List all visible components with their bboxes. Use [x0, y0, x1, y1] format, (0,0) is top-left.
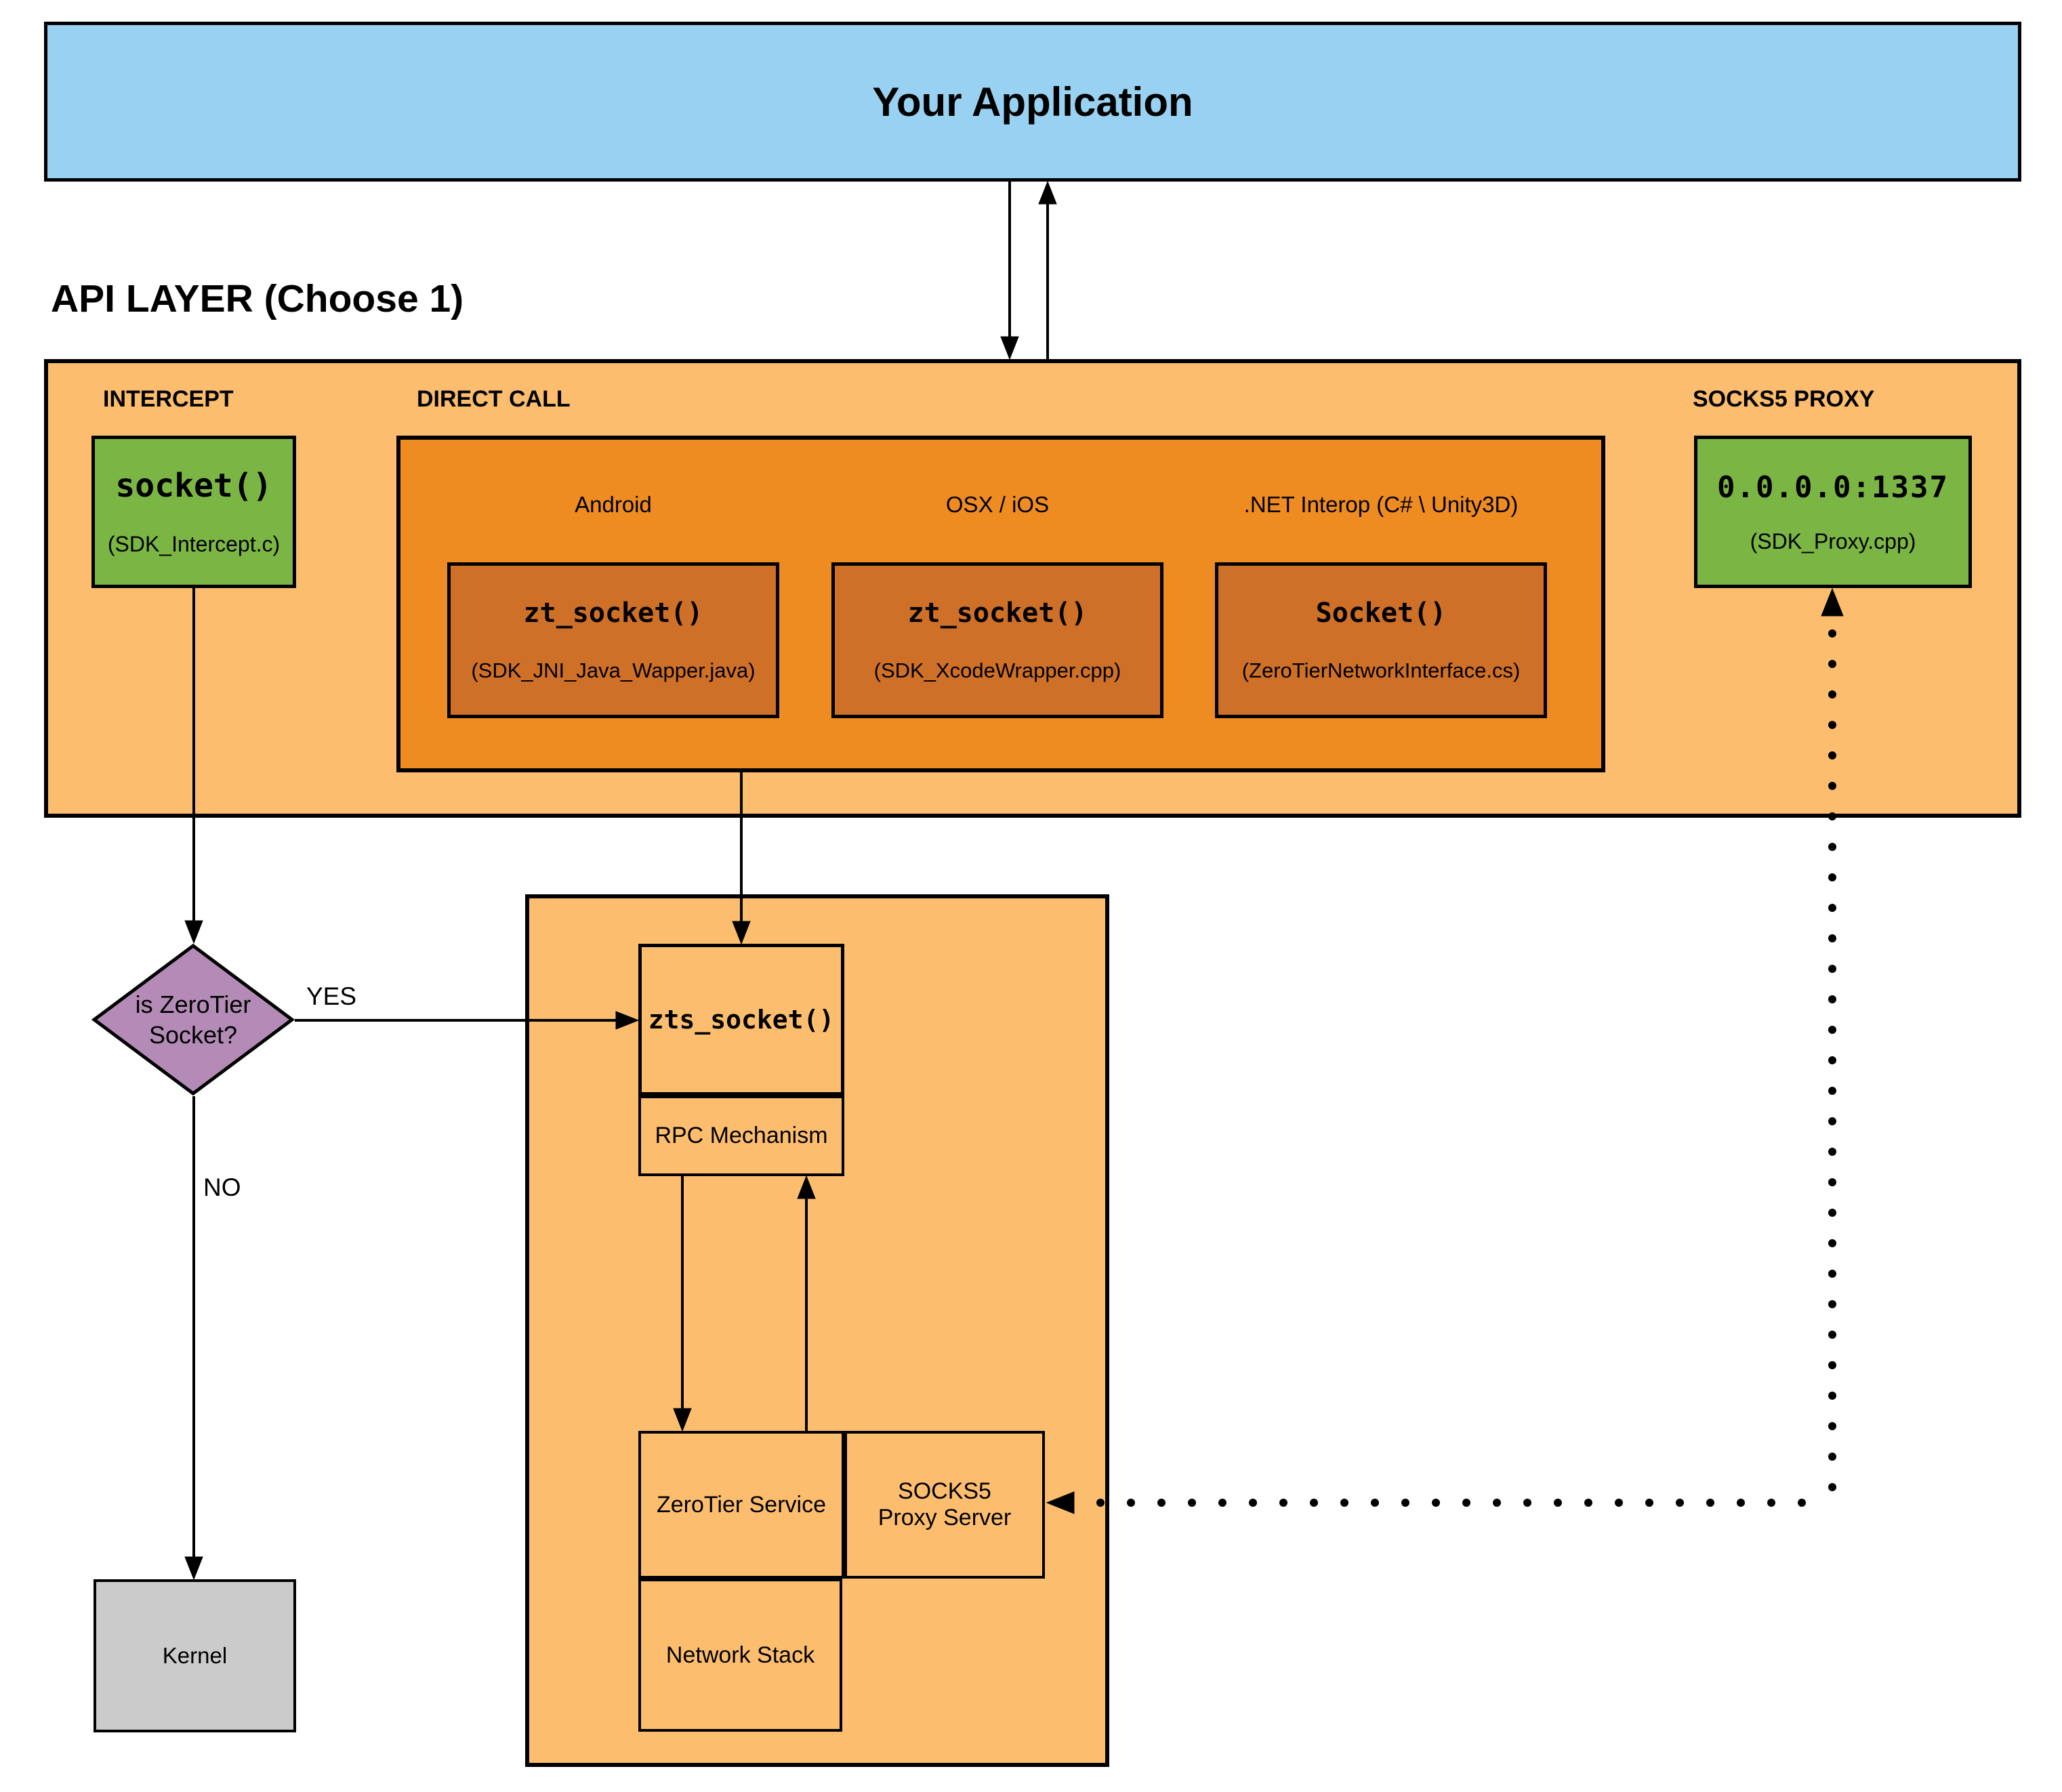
- platform-label-dotnet: .NET Interop (C# \ Unity3D): [1243, 492, 1519, 517]
- intercept-section-label: INTERCEPT: [103, 386, 234, 412]
- network-stack-label: Network Stack: [665, 1642, 815, 1668]
- android-function-title: zt_socket(): [523, 598, 703, 629]
- network-stack-box: Network Stack: [638, 1579, 842, 1732]
- arrow-decision-no: [184, 1096, 203, 1581]
- decision-question-line1: is ZeroTier: [135, 991, 251, 1018]
- api-layer-title: API LAYER (Choose 1): [51, 277, 464, 320]
- rpc-mechanism-label: RPC Mechanism: [655, 1123, 828, 1148]
- xcode-function-box: zt_socket() (SDK_XcodeWrapper.cpp): [831, 562, 1163, 718]
- socks5-proxy-server-box: SOCKS5 Proxy Server: [844, 1431, 1045, 1579]
- direct-call-section-label: DIRECT CALL: [417, 386, 571, 412]
- kernel-label: Kernel: [162, 1643, 228, 1668]
- proxy-address-box: 0.0.0.0:1337 (SDK_Proxy.cpp): [1694, 436, 1972, 588]
- arrow-api-to-app: [1038, 180, 1057, 359]
- socket-box-title: socket(): [115, 467, 272, 505]
- zerotier-service-label: ZeroTier Service: [656, 1491, 827, 1518]
- zerotier-service-box: ZeroTier Service: [638, 1431, 844, 1579]
- socket-box-file: (SDK_Intercept.c): [107, 532, 281, 556]
- android-function-file: (SDK_JNI_Java_Wapper.java): [471, 659, 756, 682]
- yes-label: YES: [306, 982, 357, 1010]
- dotnet-function-box: Socket() (ZeroTierNetworkInterface.cs): [1215, 562, 1547, 718]
- platform-label-android: Android: [575, 492, 652, 517]
- socks5-proxy-server-label: SOCKS5 Proxy Server: [878, 1478, 1012, 1530]
- dotnet-function-title: Socket(): [1315, 598, 1447, 629]
- android-function-box: zt_socket() (SDK_JNI_Java_Wapper.java): [447, 562, 779, 718]
- zts-socket-box: zts_socket(): [638, 944, 844, 1096]
- your-application-box: Your Application: [44, 22, 2021, 182]
- dotted-proxy-connector-horizontal: [1046, 1491, 1806, 1514]
- rpc-mechanism-box: RPC Mechanism: [638, 1096, 844, 1176]
- service-container-box: [525, 894, 1109, 1767]
- no-label: NO: [203, 1173, 241, 1201]
- platform-label-osx-ios: OSX / iOS: [945, 492, 1050, 517]
- decision-question-line2: Socket?: [148, 1021, 238, 1049]
- decision-question: is ZeroTier Socket?: [91, 943, 295, 1096]
- diamond-shape: [91, 943, 295, 1096]
- socks5-proxy-section-label: SOCKS5 PROXY: [1693, 386, 1875, 412]
- proxy-address-title: 0.0.0.0:1337: [1717, 470, 1949, 505]
- kernel-box: Kernel: [94, 1579, 296, 1732]
- dotnet-function-file: (ZeroTierNetworkInterface.cs): [1241, 659, 1521, 682]
- socket-box: socket() (SDK_Intercept.c): [91, 436, 296, 588]
- xcode-function-file: (SDK_XcodeWrapper.cpp): [873, 659, 1121, 682]
- arrow-app-to-api: [1000, 182, 1019, 360]
- decision-diamond: is ZeroTier Socket?: [91, 943, 295, 1096]
- xcode-function-title: zt_socket(): [907, 598, 1088, 629]
- your-application-label: Your Application: [872, 79, 1193, 125]
- zts-socket-title: zts_socket(): [648, 1005, 835, 1035]
- proxy-address-file: (SDK_Proxy.cpp): [1750, 528, 1916, 554]
